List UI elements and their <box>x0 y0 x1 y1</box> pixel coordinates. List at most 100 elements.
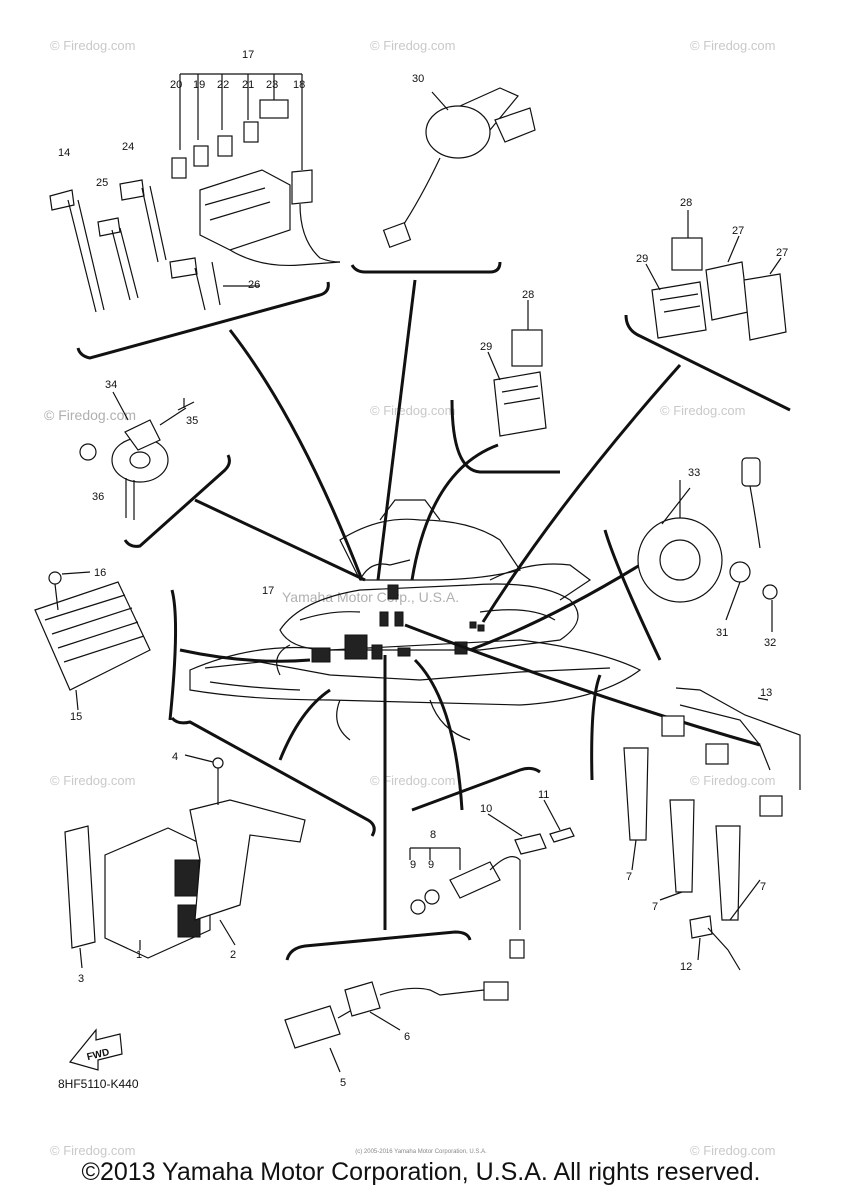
callout-4: 4 <box>172 751 178 763</box>
callout-23: 23 <box>266 79 278 91</box>
watermark: © Firedog.com <box>690 38 775 53</box>
callout-3: 3 <box>78 973 84 985</box>
relay-group-right <box>645 210 787 341</box>
rectifier-group <box>34 571 151 711</box>
fuse-19 <box>193 145 209 167</box>
callout-24: 24 <box>122 141 134 153</box>
relay-28 <box>671 237 703 271</box>
fuse-22 <box>217 135 233 157</box>
sensor-connector <box>741 457 761 487</box>
callout-27: 27 <box>732 225 744 237</box>
nut-32 <box>762 584 778 600</box>
oring-9a <box>410 899 426 915</box>
copyright-footer: ©2013 Yamaha Motor Corporation, U.S.A. A… <box>81 1158 761 1186</box>
small-copyright: (c) 2005-2016 Yamaha Motor Corporation, … <box>355 1149 487 1155</box>
callout-10: 10 <box>480 803 492 815</box>
watermark: © Firedog.com <box>50 773 135 788</box>
relay-28b <box>511 329 543 367</box>
coil-connector-a <box>661 715 685 737</box>
band-3 <box>64 825 96 949</box>
connector-14 <box>49 189 75 211</box>
watermark: © Firedog.com <box>370 38 455 53</box>
connector-26 <box>169 257 198 279</box>
callout-20: 20 <box>170 79 182 91</box>
main-switch <box>425 105 491 159</box>
sensor-group-34 <box>79 391 195 520</box>
fuse-23 <box>259 99 289 119</box>
connector-6 <box>344 981 381 1017</box>
callout-17b: 17 <box>262 585 274 597</box>
main-switch-group <box>382 87 536 248</box>
sensor-connector-b <box>509 939 525 959</box>
snowmobile-electrical-parts <box>311 559 485 663</box>
fwd-arrow: FWD <box>68 1028 123 1071</box>
callout-29: 29 <box>636 253 648 265</box>
callout-28: 28 <box>680 197 692 209</box>
center-watermark: Yamaha Motor Corp., U.S.A. <box>282 589 459 605</box>
coil-connector-c <box>759 795 783 817</box>
speed-sensor-group <box>409 799 575 959</box>
callout-9: 9 <box>428 859 434 871</box>
fwd-label: FWD <box>86 1047 111 1063</box>
callout-7: 7 <box>652 901 658 913</box>
callout-6: 6 <box>404 1031 410 1043</box>
switch-connector <box>382 222 412 248</box>
connector-24 <box>119 179 145 201</box>
callout-32: 32 <box>764 637 776 649</box>
watermark: © Firedog.com <box>370 773 455 788</box>
callout-11: 11 <box>538 789 549 801</box>
relay-27b <box>743 273 787 341</box>
fuse-box-group <box>49 73 341 313</box>
callout-12: 12 <box>680 961 692 973</box>
watermark: © Firedog.com <box>50 38 135 53</box>
relay-group-middle <box>487 300 547 437</box>
callout-22: 22 <box>217 79 229 91</box>
callout-29: 29 <box>480 341 492 353</box>
panel-outlines <box>76 261 791 961</box>
bolt-11 <box>549 827 575 843</box>
trigger-group <box>637 457 778 632</box>
fuse-20 <box>171 157 187 179</box>
watermark: © Firedog.com <box>690 1143 775 1158</box>
snowmobile-outline <box>189 499 642 741</box>
coil-connector-b <box>705 743 729 765</box>
leader-lines <box>179 279 761 930</box>
rectifier-15 <box>34 581 151 691</box>
coil-7c <box>715 825 741 921</box>
watermark: © Firedog.com <box>50 1143 135 1158</box>
callout-15: 15 <box>70 711 82 723</box>
switch-5 <box>284 1005 341 1049</box>
ignition-coil-group <box>623 687 801 971</box>
callout-19: 19 <box>193 79 205 91</box>
callout-27: 27 <box>776 247 788 259</box>
callout-26: 26 <box>248 279 260 291</box>
callout-14: 14 <box>58 147 70 159</box>
callout-9: 9 <box>410 859 416 871</box>
fuse-21 <box>243 121 259 143</box>
callout-21: 21 <box>242 79 254 91</box>
watermark: © Firedog.com <box>690 773 775 788</box>
diagram-code: 8HF5110-K440 <box>58 1077 139 1091</box>
callout-25: 25 <box>96 177 108 189</box>
relay-27a <box>705 261 749 321</box>
clamp-10 <box>514 833 547 855</box>
bolt-4 <box>212 757 224 769</box>
bracket-2 <box>189 799 306 921</box>
callout-31: 31 <box>716 627 728 639</box>
callout-16: 16 <box>94 567 106 579</box>
callout-8: 8 <box>430 829 436 841</box>
coil-7a <box>623 747 649 841</box>
callout-5: 5 <box>340 1077 346 1089</box>
pickup-31 <box>729 561 751 583</box>
callout-13: 13 <box>760 687 772 699</box>
callout-7: 7 <box>626 871 632 883</box>
oring-9b <box>424 889 440 905</box>
callout-28: 28 <box>522 289 534 301</box>
ecu-group <box>64 754 306 969</box>
callout-35: 35 <box>186 415 198 427</box>
connector-18 <box>291 169 313 205</box>
pressure-switch-group <box>284 981 509 1073</box>
callout-17: 17 <box>242 49 254 61</box>
callout-34: 34 <box>105 379 117 391</box>
watermark: © Firedog.com <box>44 407 136 423</box>
